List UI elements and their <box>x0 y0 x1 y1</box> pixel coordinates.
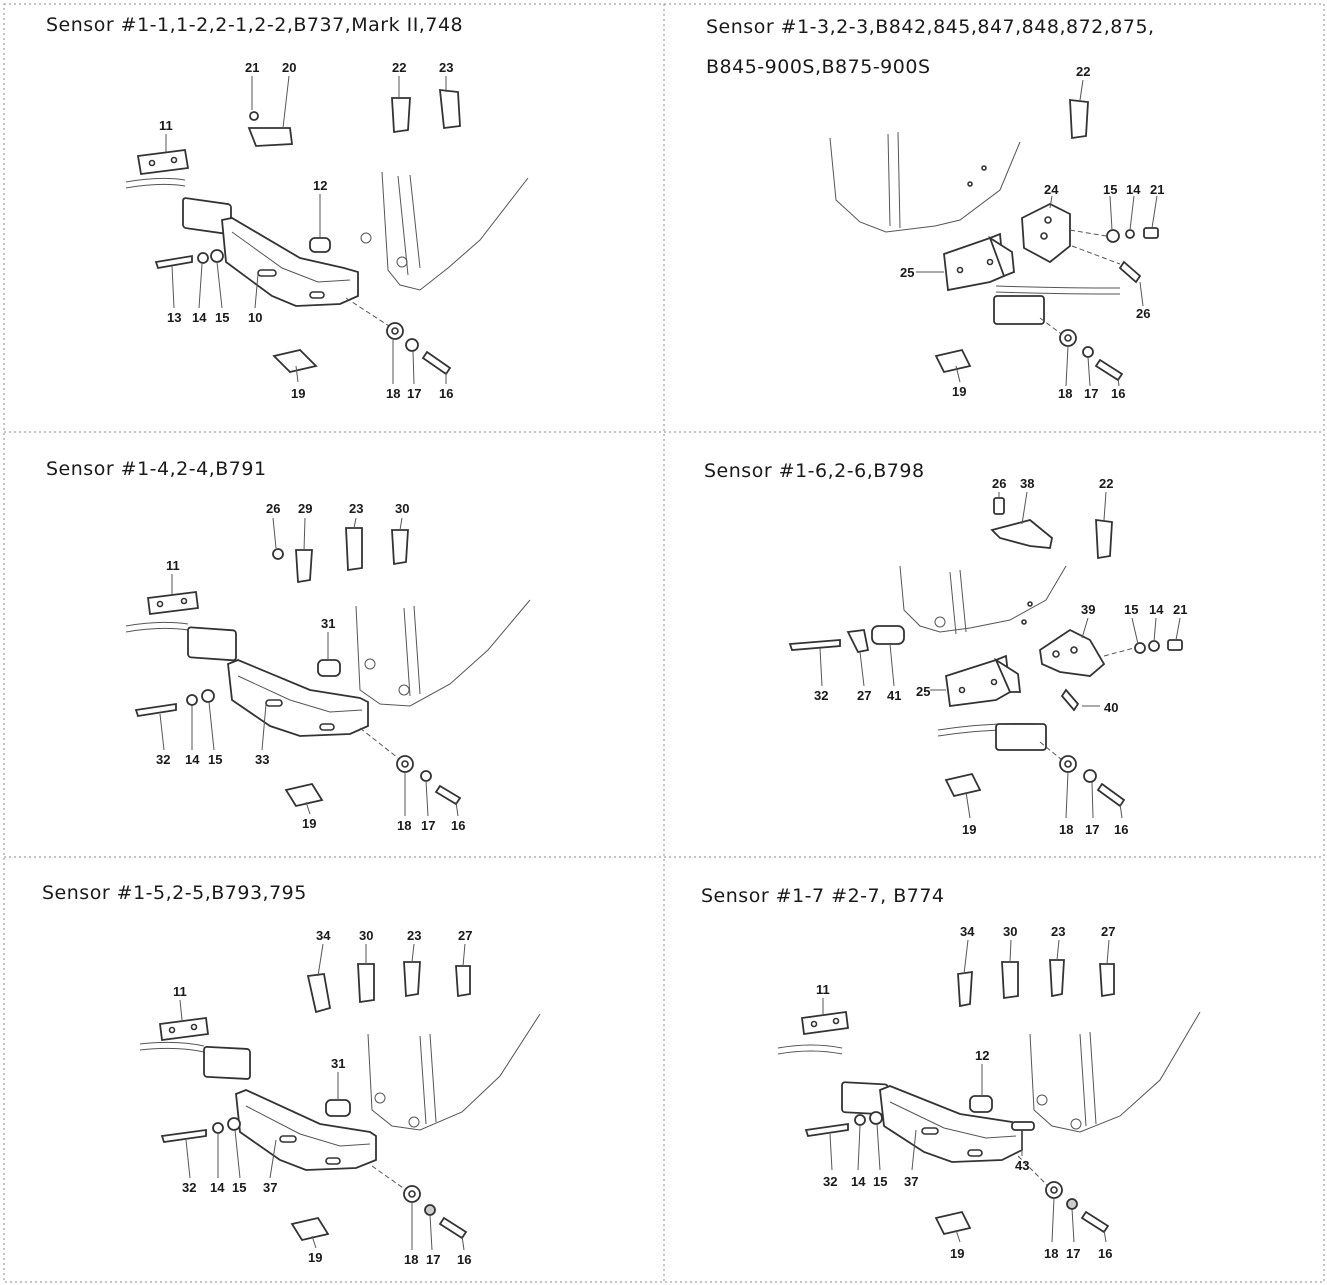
label-21: 21 <box>245 60 259 75</box>
label-15: 15 <box>1124 602 1138 617</box>
label-22: 22 <box>1099 476 1113 491</box>
label-18: 18 <box>1044 1246 1058 1261</box>
label-29: 29 <box>298 501 312 516</box>
label-34: 34 <box>960 924 975 939</box>
label-14: 14 <box>851 1174 866 1189</box>
label-20: 20 <box>282 60 296 75</box>
label-21: 21 <box>1150 182 1164 197</box>
panel-6-drawing: 11 34 30 23 27 12 32 14 15 37 43 19 18 1… <box>777 924 1201 1261</box>
label-37: 37 <box>263 1180 277 1195</box>
label-16: 16 <box>1111 386 1125 401</box>
label-40: 40 <box>1104 700 1118 715</box>
label-39: 39 <box>1081 602 1095 617</box>
label-27: 27 <box>1101 924 1115 939</box>
label-18: 18 <box>1059 822 1073 837</box>
label-17: 17 <box>426 1252 440 1267</box>
label-17: 17 <box>407 386 421 401</box>
label-23: 23 <box>349 501 363 516</box>
label-32: 32 <box>814 688 828 703</box>
label-16: 16 <box>1098 1246 1112 1261</box>
panel-3-title: Sensor #1-4,2-4,B791 <box>46 458 267 480</box>
label-26: 26 <box>1136 306 1150 321</box>
label-15: 15 <box>873 1174 887 1189</box>
label-16: 16 <box>457 1252 471 1267</box>
panel-5-drawing: 11 34 30 23 27 31 32 14 15 37 19 18 17 1… <box>139 928 541 1267</box>
label-32: 32 <box>182 1180 196 1195</box>
panel-1-title: Sensor #1-1,1-2,2-1,2-2,B737,Mark II,748 <box>46 14 464 36</box>
label-11: 11 <box>159 118 173 133</box>
label-30: 30 <box>395 501 409 516</box>
panel-5-title: Sensor #1-5,2-5,B793,795 <box>42 882 307 904</box>
label-19: 19 <box>291 386 305 401</box>
label-27: 27 <box>458 928 472 943</box>
label-26: 26 <box>266 501 280 516</box>
label-14: 14 <box>210 1180 225 1195</box>
label-16: 16 <box>451 818 465 833</box>
panel-3-drawing: 11 26 29 23 30 31 32 14 15 33 19 18 17 1… <box>125 501 531 833</box>
panel-2-title: Sensor #1-3,2-3,B842,845,847,848,872,875… <box>706 16 1155 38</box>
label-25: 25 <box>900 265 914 280</box>
label-30: 30 <box>359 928 373 943</box>
label-18: 18 <box>386 386 400 401</box>
label-26: 26 <box>992 476 1006 491</box>
label-38: 38 <box>1020 476 1034 491</box>
label-16: 16 <box>1114 822 1128 837</box>
label-24: 24 <box>1044 182 1059 197</box>
label-34: 34 <box>316 928 331 943</box>
label-32: 32 <box>156 752 170 767</box>
label-19: 19 <box>950 1246 964 1261</box>
label-15: 15 <box>232 1180 246 1195</box>
panel-4-drawing: 26 38 22 39 15 14 21 32 27 41 25 40 19 1… <box>788 476 1187 837</box>
label-19: 19 <box>962 822 976 837</box>
label-15: 15 <box>208 752 222 767</box>
label-18: 18 <box>1058 386 1072 401</box>
label-37: 37 <box>904 1174 918 1189</box>
label-19: 19 <box>308 1250 322 1265</box>
panel-2-title-line2: B845-900S,B875-900S <box>706 56 931 78</box>
label-31: 31 <box>331 1056 345 1071</box>
panel-4-title: Sensor #1-6,2-6,B798 <box>704 460 925 482</box>
label-15: 15 <box>215 310 229 325</box>
label-22: 22 <box>392 60 406 75</box>
label-14: 14 <box>1149 602 1164 617</box>
label-16: 16 <box>439 386 453 401</box>
label-21: 21 <box>1173 602 1187 617</box>
label-41: 41 <box>887 688 901 703</box>
label-19: 19 <box>952 384 966 399</box>
panel-2-drawing: 22 24 15 14 21 25 26 19 18 17 16 <box>829 64 1164 401</box>
label-17: 17 <box>1084 386 1098 401</box>
label-11: 11 <box>173 984 187 999</box>
label-25: 25 <box>916 684 930 699</box>
label-14: 14 <box>1126 182 1141 197</box>
label-18: 18 <box>404 1252 418 1267</box>
label-11: 11 <box>816 982 830 997</box>
label-23: 23 <box>439 60 453 75</box>
panel-1-drawing: 11 21 20 22 23 12 13 14 15 10 19 18 17 1… <box>125 60 529 401</box>
label-12: 12 <box>313 178 327 193</box>
label-17: 17 <box>1066 1246 1080 1261</box>
label-18: 18 <box>397 818 411 833</box>
label-30: 30 <box>1003 924 1017 939</box>
label-17: 17 <box>1085 822 1099 837</box>
label-14: 14 <box>192 310 207 325</box>
label-23: 23 <box>407 928 421 943</box>
label-11: 11 <box>166 558 180 573</box>
label-14: 14 <box>185 752 200 767</box>
label-33: 33 <box>255 752 269 767</box>
label-27: 27 <box>857 688 871 703</box>
label-17: 17 <box>421 818 435 833</box>
label-43: 43 <box>1015 1158 1029 1173</box>
panel-6-title: Sensor #1-7 #2-7, B774 <box>701 885 945 907</box>
label-12: 12 <box>975 1048 989 1063</box>
label-22: 22 <box>1076 64 1090 79</box>
label-31: 31 <box>321 616 335 631</box>
label-15: 15 <box>1103 182 1117 197</box>
label-10: 10 <box>248 310 262 325</box>
label-32: 32 <box>823 1174 837 1189</box>
label-13: 13 <box>167 310 181 325</box>
label-23: 23 <box>1051 924 1065 939</box>
label-19: 19 <box>302 816 316 831</box>
